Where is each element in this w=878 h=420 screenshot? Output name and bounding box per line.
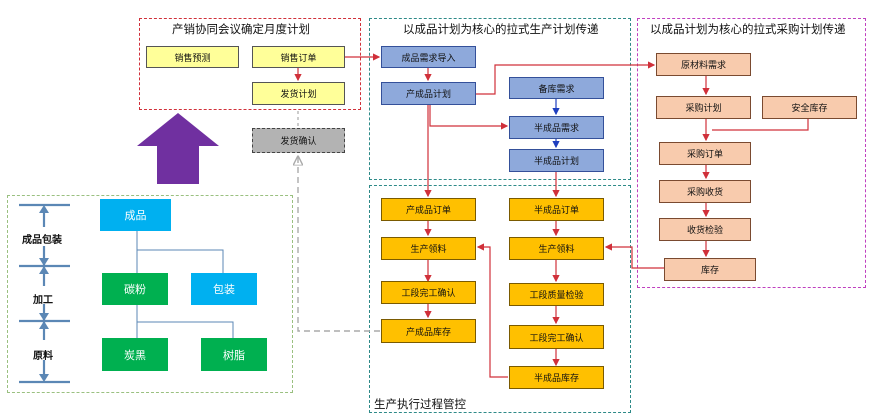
receipt-inspect-box[interactable]: 收货检验: [659, 218, 751, 241]
sales-order-box[interactable]: 销售订单: [252, 46, 345, 68]
prod-picking-right-box[interactable]: 生产领料: [509, 237, 604, 260]
semi-order-box[interactable]: 半成品订单: [509, 198, 604, 221]
semi-stock-box[interactable]: 半成品库存: [509, 366, 604, 389]
stage-raw-label: 原料: [33, 351, 53, 362]
prod-picking-left-box[interactable]: 生产领料: [381, 237, 476, 260]
pull-production-frame: [369, 18, 631, 180]
semi-plan-box[interactable]: 半成品计划: [509, 149, 604, 172]
purchase-receipt-box[interactable]: 采购收货: [659, 180, 751, 203]
delivery-confirm-box[interactable]: 发货确认: [252, 128, 345, 153]
product-stock-box[interactable]: 产成品库存: [381, 319, 476, 343]
step-done-left-box[interactable]: 工段完工确认: [381, 281, 476, 304]
bom-packaging-box[interactable]: 包装: [191, 273, 257, 305]
pull-production-title: 以成品计划为核心的拉式生产计划传递: [403, 22, 599, 36]
execution-frame: [369, 185, 631, 413]
big-up-arrow: [137, 113, 219, 184]
plan-title: 产销协同会议确定月度计划: [172, 22, 310, 36]
safety-stock-box[interactable]: 安全库存: [762, 96, 857, 119]
product-order-box[interactable]: 产成品订单: [381, 198, 476, 221]
purchase-plan-box[interactable]: 采购计划: [656, 96, 751, 119]
execution-title: 生产执行过程管控: [374, 397, 466, 411]
bom-product-box[interactable]: 成品: [100, 199, 171, 231]
stock-demand-box[interactable]: 备库需求: [509, 77, 604, 99]
bom-frame: [7, 195, 293, 393]
pull-purchase-title: 以成品计划为核心的拉式采购计划传递: [650, 22, 846, 36]
quality-check-box[interactable]: 工段质量检验: [509, 283, 604, 306]
semi-demand-box[interactable]: 半成品需求: [509, 116, 604, 139]
stage-pack-label: 成品包装: [22, 235, 62, 246]
purchase-order-box[interactable]: 采购订单: [659, 142, 751, 165]
demand-import-box[interactable]: 成品需求导入: [381, 46, 476, 68]
bom-carbon-black-box[interactable]: 炭黑: [102, 338, 168, 371]
bom-resin-box[interactable]: 树脂: [201, 338, 267, 371]
sales-forecast-box[interactable]: 销售预测: [146, 46, 239, 68]
stage-process-label: 加工: [33, 295, 53, 306]
bom-carbon-powder-box[interactable]: 碳粉: [102, 273, 168, 305]
product-plan-box[interactable]: 产成品计划: [381, 82, 476, 105]
pull-purchase-frame: [637, 18, 866, 288]
delivery-plan-box[interactable]: 发货计划: [252, 82, 345, 105]
step-done-right-box[interactable]: 工段完工确认: [509, 325, 604, 349]
material-demand-box[interactable]: 原材料需求: [656, 53, 751, 76]
plan-frame: [139, 18, 361, 110]
inventory-box[interactable]: 库存: [664, 258, 756, 281]
